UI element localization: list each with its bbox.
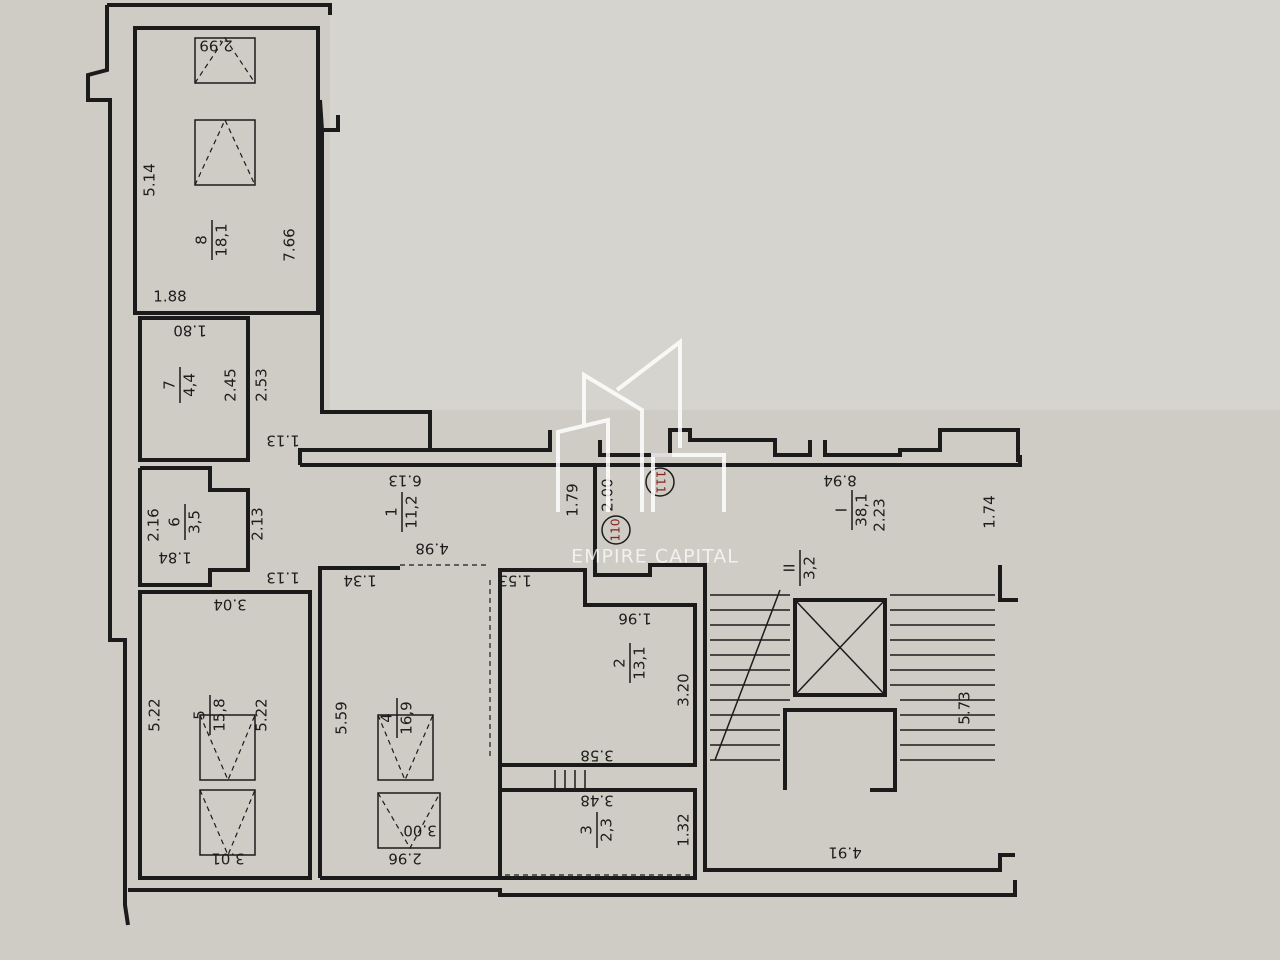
dimension: 1.79	[564, 483, 582, 516]
dimension: 4.98	[415, 540, 448, 558]
marker-110: 110	[609, 519, 623, 542]
dimension: 3.01	[211, 850, 244, 868]
room-area: 16,9	[398, 701, 416, 734]
watermark-logo: EMPIRE CAPITAL	[556, 337, 739, 568]
dimension: 1.84	[158, 549, 191, 567]
dimension: 2.99	[199, 37, 232, 55]
walls	[86, 3, 1022, 926]
room-area: 15,8	[211, 698, 229, 731]
dimension: 7.66	[281, 228, 299, 261]
dimension: 3.48	[580, 792, 613, 810]
dimension: 1.96	[618, 610, 651, 628]
dimension: 5.22	[146, 698, 164, 731]
room-number: 7	[161, 380, 179, 390]
room-number: II	[781, 564, 799, 573]
dimension: 2.96	[388, 850, 421, 868]
section-markers: 110 111	[601, 467, 675, 545]
room-number: 2	[611, 658, 629, 668]
room-number: 4	[378, 713, 396, 723]
dimension: 8.94	[823, 472, 856, 490]
room-number: 3	[578, 825, 596, 835]
dimension: 1.74	[981, 495, 999, 528]
dimension: 2.45	[222, 368, 240, 401]
dimension: 1.88	[153, 288, 186, 306]
dimension: 1.53	[498, 572, 531, 590]
dimension: 3.58	[580, 747, 613, 765]
dimension-labels: 2.99 5.14 7.66 1.88 1.80 2.45 2.53 1.13 …	[141, 37, 999, 868]
dimension: 1.34	[343, 572, 376, 590]
room-number: 5	[191, 710, 209, 720]
dimension: 5.22	[253, 698, 271, 731]
dimension: 2.13	[249, 507, 267, 540]
marker-111: 111	[654, 471, 668, 494]
dimension: 1.32	[675, 813, 693, 846]
dimension: 1.80	[173, 322, 206, 340]
dimension: 5.14	[141, 163, 159, 196]
dimension: 2.16	[145, 508, 163, 541]
dimension: 2.23	[871, 498, 889, 531]
room-number: 8	[193, 235, 211, 245]
stairs	[554, 589, 995, 788]
watermark-text: EMPIRE CAPITAL	[571, 546, 739, 568]
room-number: 1	[383, 507, 401, 517]
dimension: 5.73	[956, 691, 974, 724]
dimension: 3.20	[675, 673, 693, 706]
room-area: 3,2	[801, 556, 819, 580]
room-area: 11,2	[403, 495, 421, 528]
room-area: 18,1	[213, 223, 231, 256]
room-number: 6	[166, 517, 184, 527]
room-area: 38,1	[853, 493, 871, 526]
dimension: 4.91	[828, 844, 861, 862]
room-area: 3,5	[186, 510, 204, 534]
dimension: 3.04	[213, 596, 246, 614]
room-area: 13,1	[631, 646, 649, 679]
room-area: 2,3	[598, 818, 616, 842]
dimension: 1.13	[266, 432, 299, 450]
fixtures	[194, 36, 441, 857]
room-number: I	[833, 508, 851, 512]
dimension: 5.59	[333, 701, 351, 734]
room-area: 4,4	[181, 373, 199, 397]
dimension: 2.53	[253, 368, 271, 401]
dimension: 6.13	[388, 472, 421, 490]
dimension: 3.00	[403, 822, 436, 840]
dimension: 1.13	[266, 569, 299, 587]
